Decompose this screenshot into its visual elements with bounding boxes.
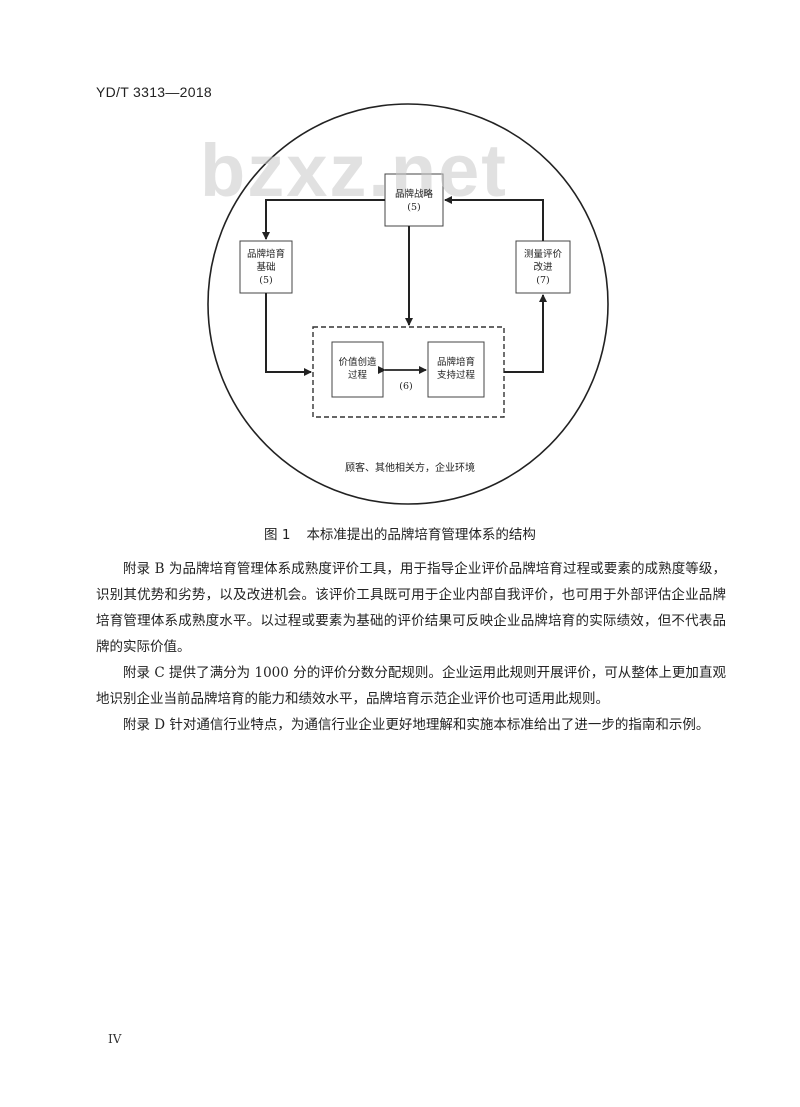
support-process-box-label: 品牌培育 支持过程 [428,356,484,382]
measurement-label-line2: 改进 [533,262,553,273]
measurement-label-line1: 测量评价 [523,249,562,260]
foundation-box [239,240,293,294]
foundation-box-label: 品牌培育 基础 (5) [240,248,292,287]
value-creation-box [331,341,384,398]
paragraph-appendix-d: 附录 D 针对通信行业特点，为通信行业企业更好地理解和实施本标准给出了进一步的指… [123,717,710,733]
environment-circle [207,103,609,505]
foundation-label-line2: 基础 [256,262,276,273]
arrow-measurement-to-strategy [444,196,544,241]
standard-code: YD/T 3313—2018 [96,84,213,100]
measurement-label-line3: (7) [536,275,550,286]
figure-title: 本标准提出的品牌培育管理体系的结构 [306,527,536,543]
strategy-box-label: 品牌战略 (5) [385,188,443,214]
environment-label: 顾客、其他相关方，企业环境 [345,463,475,474]
value-creation-box-label: 价值创造 过程 [332,356,383,382]
strategy-label-line2: (5) [407,202,421,213]
value-creation-label-line1: 价值创造 [338,357,377,368]
foundation-label-line3: (5) [259,275,273,286]
arrow-strategy-to-foundation [262,199,385,240]
paragraph-appendix-c: 附录 C 提供了满分为 1000 分的评价分数分配规则。企业运用此规则开展评价，… [96,665,726,707]
brand-management-structure-diagram [207,103,609,505]
strategy-label-line1: 品牌战略 [394,189,433,200]
arrow-foundation-to-process [265,293,312,376]
arrow-process-to-measurement [504,294,547,373]
measurement-box [515,240,571,294]
support-label-line2: 支持过程 [436,370,475,381]
body-text: 附录 B 为品牌培育管理体系成熟度评价工具，用于指导企业评价品牌培育过程或要素的… [96,556,726,738]
support-label-line1: 品牌培育 [436,357,475,368]
value-creation-label-line2: 过程 [347,370,367,381]
support-process-box [427,341,485,398]
figure-caption: 图 1 本标准提出的品牌培育管理体系的结构 [0,523,800,543]
figure-number: 图 1 [264,527,291,543]
measurement-box-label: 测量评价 改进 (7) [516,248,570,287]
paragraph-appendix-b: 附录 B 为品牌培育管理体系成熟度评价工具，用于指导企业评价品牌培育过程或要素的… [96,561,726,655]
process-number-label: (6) [399,381,413,392]
page-number: IV [108,1032,122,1046]
foundation-label-line1: 品牌培育 [246,249,285,260]
strategy-box [384,173,444,227]
